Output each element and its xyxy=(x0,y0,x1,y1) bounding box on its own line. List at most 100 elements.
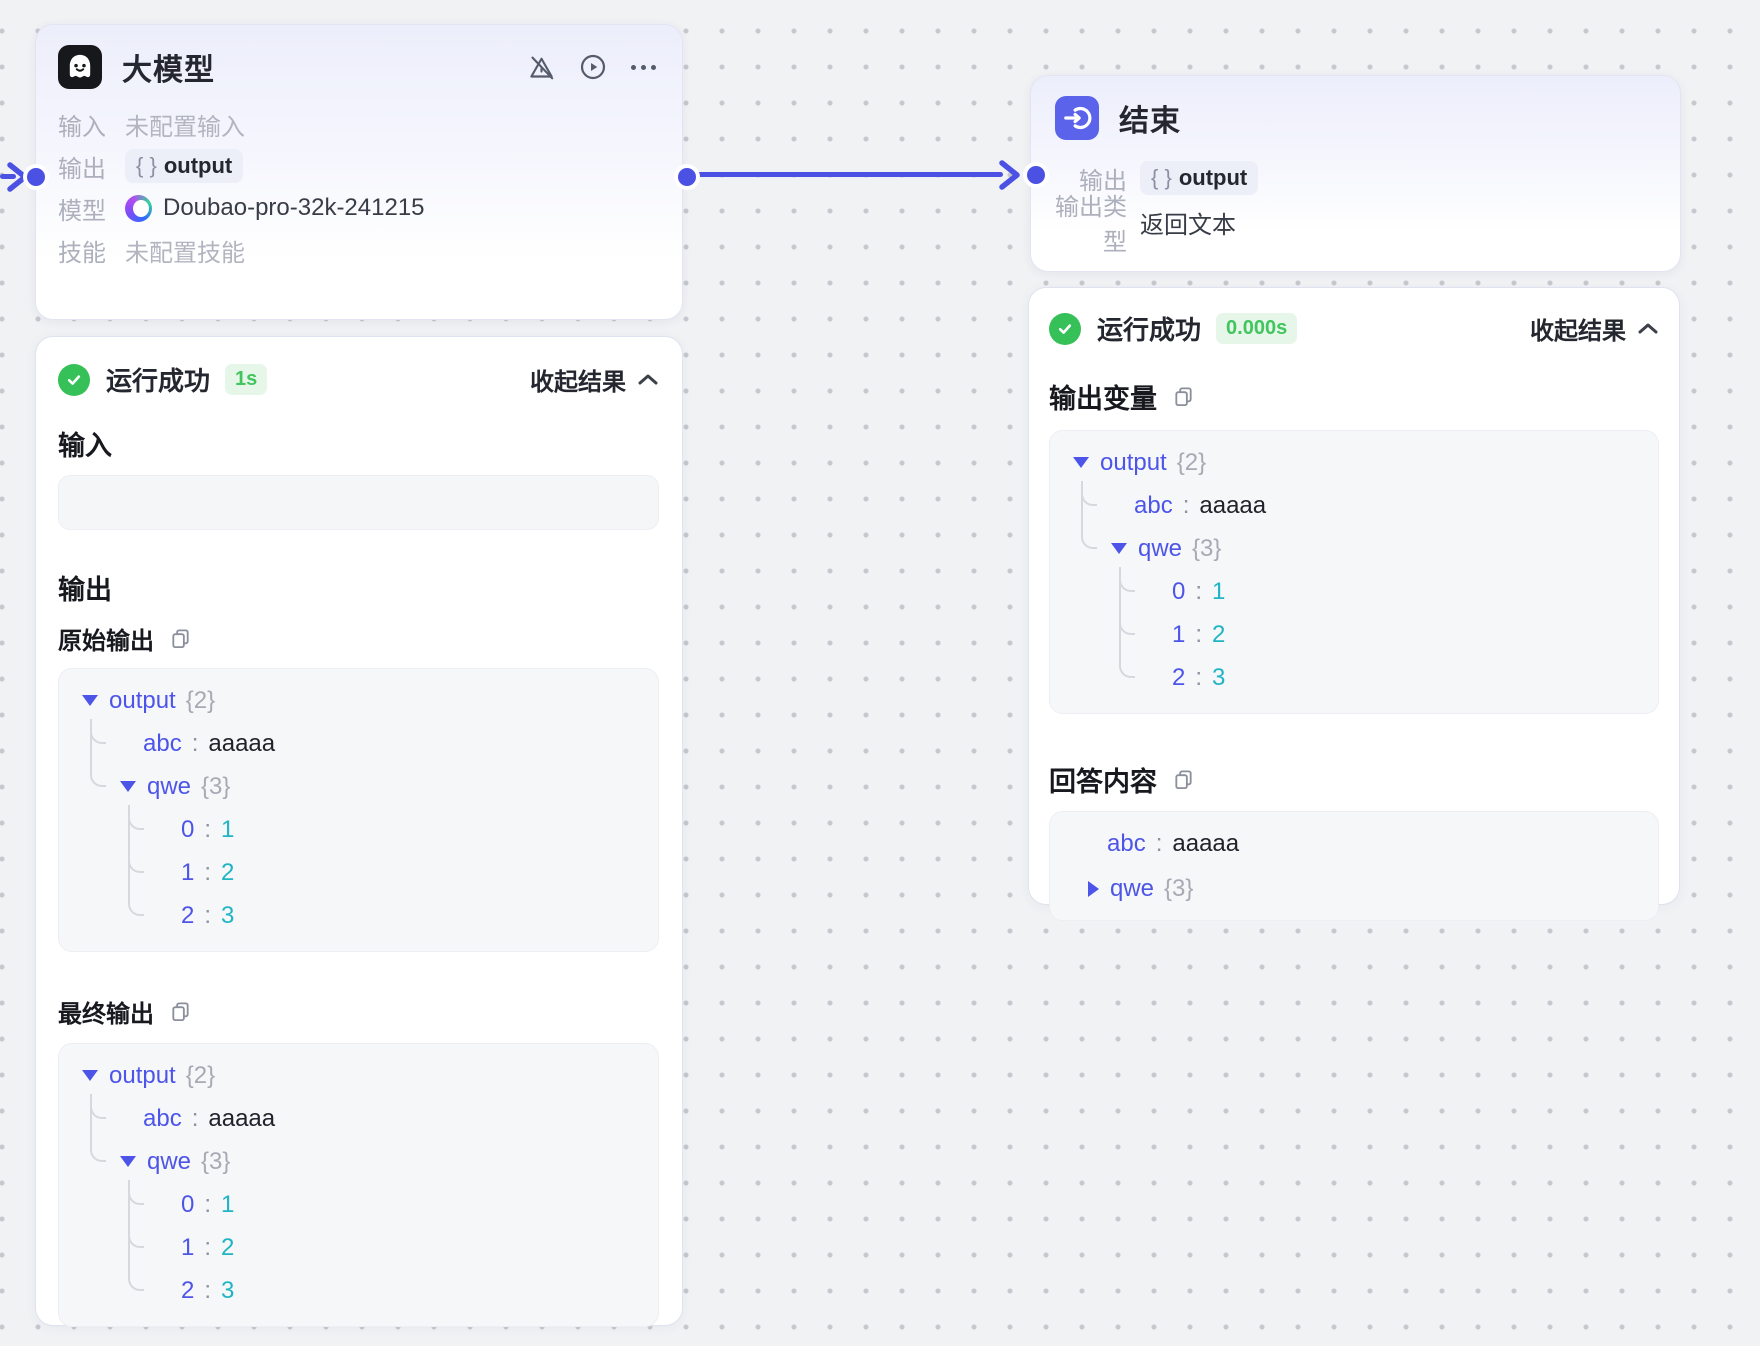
end-result-panel: 运行成功 0.000s 收起结果 输出变量 xyxy=(1028,287,1680,921)
llm-model-label: 模型 xyxy=(58,197,106,225)
tree-colon: : xyxy=(191,1104,199,1132)
tree-colon: : xyxy=(204,901,212,929)
chevron-up-icon xyxy=(1638,323,1658,334)
copy-icon[interactable] xyxy=(169,1000,192,1023)
end-node-header: 结束 xyxy=(1031,76,1680,140)
llm-result-header: 运行成功 1s 收起结果 xyxy=(58,361,659,398)
caret-down-icon[interactable] xyxy=(82,695,98,706)
tree-value: 3 xyxy=(1212,663,1226,691)
tree-key: output xyxy=(109,1061,176,1089)
answer-content-subheading: 回答内容 xyxy=(1049,760,1659,799)
tree-key: 1 xyxy=(181,1233,195,1261)
llm-output-label: 输出 xyxy=(58,155,106,183)
tree-key: 2 xyxy=(1172,663,1186,691)
llm-node-input-port[interactable] xyxy=(27,168,45,186)
tree-count-badge: {2} xyxy=(1176,448,1207,476)
output-vars-subheading: 输出变量 xyxy=(1049,377,1659,416)
end-output-chip[interactable]: { } output xyxy=(1140,161,1259,195)
end-collapse-label: 收起结果 xyxy=(1530,318,1626,345)
end-result-header: 运行成功 0.000s 收起结果 xyxy=(1049,310,1659,347)
llm-output-chip[interactable]: { } output xyxy=(125,149,244,183)
llm-skill-row: 技能 未配置技能 xyxy=(58,229,660,271)
end-output-chip-text: output xyxy=(1178,165,1248,190)
llm-node-title: 大模型 xyxy=(122,54,215,87)
tree-connector xyxy=(1119,567,1135,678)
tree-row: 0 : 1 xyxy=(59,808,658,851)
tree-row: 1 : 2 xyxy=(59,851,658,894)
tree-count-badge: {3} xyxy=(201,772,231,800)
tree-connector xyxy=(128,805,144,916)
end-node-card[interactable]: 结束 输出 { } output 输出类型 返回文本 xyxy=(1030,75,1681,272)
copy-icon[interactable] xyxy=(169,627,192,650)
tree-key: abc xyxy=(1134,491,1173,519)
tree-row: abc : aaaaa xyxy=(1050,821,1658,866)
copy-icon[interactable] xyxy=(1172,768,1195,791)
llm-output-row: 输出 { } output xyxy=(58,145,660,187)
raw-output-label: 原始输出 xyxy=(58,628,154,655)
tree-key: 0 xyxy=(1172,577,1186,605)
copy-icon[interactable] xyxy=(1172,385,1195,408)
tree-connector xyxy=(90,719,106,787)
end-output-type-row: 输出类型 返回文本 xyxy=(1041,194,1680,256)
tree-colon: : xyxy=(1155,829,1163,857)
tree-key: 0 xyxy=(181,1190,195,1218)
tree-key: abc xyxy=(143,1104,182,1132)
success-check-icon xyxy=(58,363,90,396)
caret-down-icon[interactable] xyxy=(120,1156,136,1167)
caret-down-icon[interactable] xyxy=(1073,457,1089,468)
answer-content-label: 回答内容 xyxy=(1049,767,1157,797)
llm-model-row[interactable]: 模型 Doubao-pro-32k-241215 xyxy=(58,187,660,229)
tree-row: 2 : 3 xyxy=(59,894,658,937)
tree-row: output {2} xyxy=(59,1054,658,1097)
end-output-type-value: 返回文本 xyxy=(1140,211,1236,239)
caret-down-icon[interactable] xyxy=(82,1070,98,1081)
llm-output-chip-text: output xyxy=(163,153,233,178)
llm-node-output-port[interactable] xyxy=(678,168,696,186)
tree-row: 1 : 2 xyxy=(1050,613,1658,656)
tree-row: abc : aaaaa xyxy=(59,1097,658,1140)
tree-value: 1 xyxy=(221,815,235,843)
final-output-subheading: 最终输出 xyxy=(58,994,659,1029)
caret-down-icon[interactable] xyxy=(120,781,136,792)
tree-row: qwe {3} xyxy=(59,1140,658,1183)
llm-skill-label: 技能 xyxy=(58,239,106,267)
tree-row: 2 : 3 xyxy=(1050,656,1658,699)
end-node-input-port[interactable] xyxy=(1027,166,1045,184)
tree-colon: : xyxy=(1195,620,1203,648)
tree-colon: : xyxy=(204,1190,212,1218)
tree-connector xyxy=(1081,481,1097,549)
final-output-json-tree: output {2} abc : aaaaa qwe {3} 0 : 1 xyxy=(58,1043,659,1327)
tree-colon: : xyxy=(204,815,212,843)
caret-right-icon[interactable] xyxy=(1088,880,1099,897)
tree-key: qwe xyxy=(1138,534,1183,562)
llm-skill-value: 未配置技能 xyxy=(125,239,245,267)
llm-collapse-results-button[interactable]: 收起结果 xyxy=(530,362,659,397)
llm-node-rows: 输入 未配置输入 输出 { } output 模型 Doubao-pro-32k… xyxy=(36,89,682,271)
incoming-edge-arrowhead xyxy=(7,162,28,192)
tree-value: 2 xyxy=(221,858,235,886)
tree-connector xyxy=(90,1094,106,1162)
raw-output-json-tree: output {2} abc : aaaaa qwe {3} 0 : 1 xyxy=(58,668,659,952)
end-collapse-results-button[interactable]: 收起结果 xyxy=(1530,311,1659,346)
caret-down-icon[interactable] xyxy=(1111,543,1127,554)
end-run-status: 运行成功 xyxy=(1097,315,1202,345)
tree-value: aaaaa xyxy=(1199,491,1267,519)
braces-icon: { } xyxy=(136,153,157,178)
llm-node-card[interactable]: 大模型 xyxy=(35,24,683,320)
llm-result-panel: 运行成功 1s 收起结果 输入 输出 原始输出 xyxy=(35,336,683,1327)
llm-to-end-edge[interactable] xyxy=(697,172,1003,177)
tree-row: qwe {3} xyxy=(1050,527,1658,570)
doubao-model-icon xyxy=(125,194,152,222)
run-node-play-icon[interactable] xyxy=(579,53,607,81)
warning-disabled-icon[interactable] xyxy=(528,54,555,81)
more-options-icon[interactable] xyxy=(631,59,656,76)
tree-key: 2 xyxy=(181,1276,195,1304)
tree-row: output {2} xyxy=(1050,441,1658,484)
llm-result-input-field[interactable] xyxy=(58,475,659,530)
tree-key: abc xyxy=(1107,829,1146,857)
tree-key: 1 xyxy=(1172,620,1186,648)
tree-count-badge: {2} xyxy=(185,1061,216,1089)
llm-run-status: 运行成功 xyxy=(106,366,211,396)
tree-count-badge: {3} xyxy=(1164,874,1194,902)
